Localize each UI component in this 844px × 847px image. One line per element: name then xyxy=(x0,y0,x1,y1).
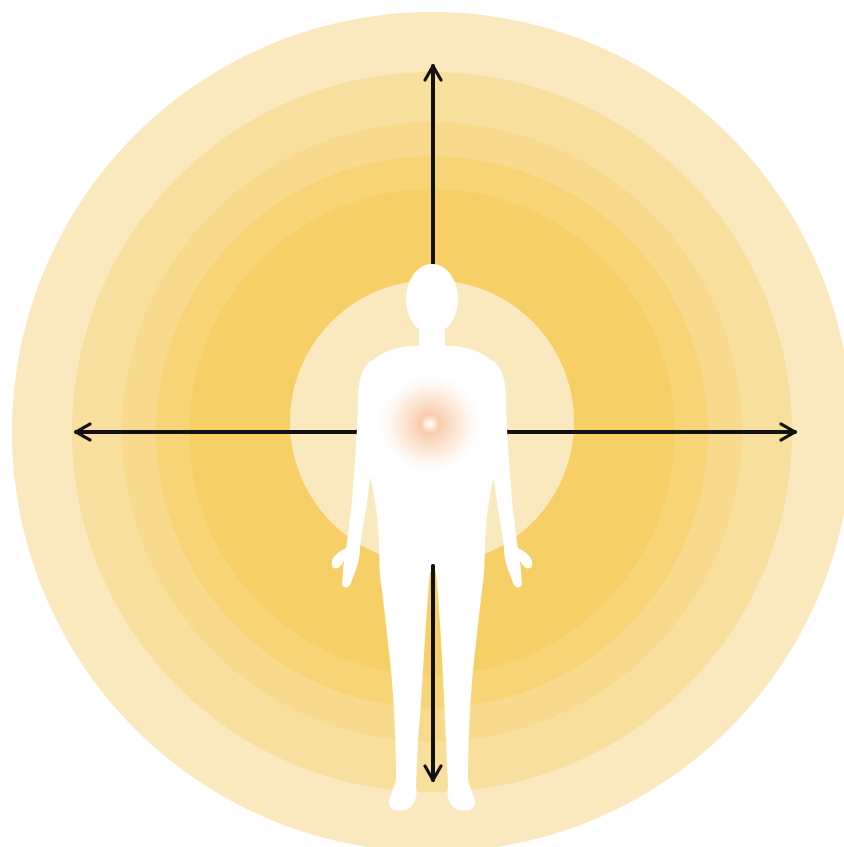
figure-head xyxy=(406,264,458,334)
chest-glow xyxy=(374,370,486,478)
